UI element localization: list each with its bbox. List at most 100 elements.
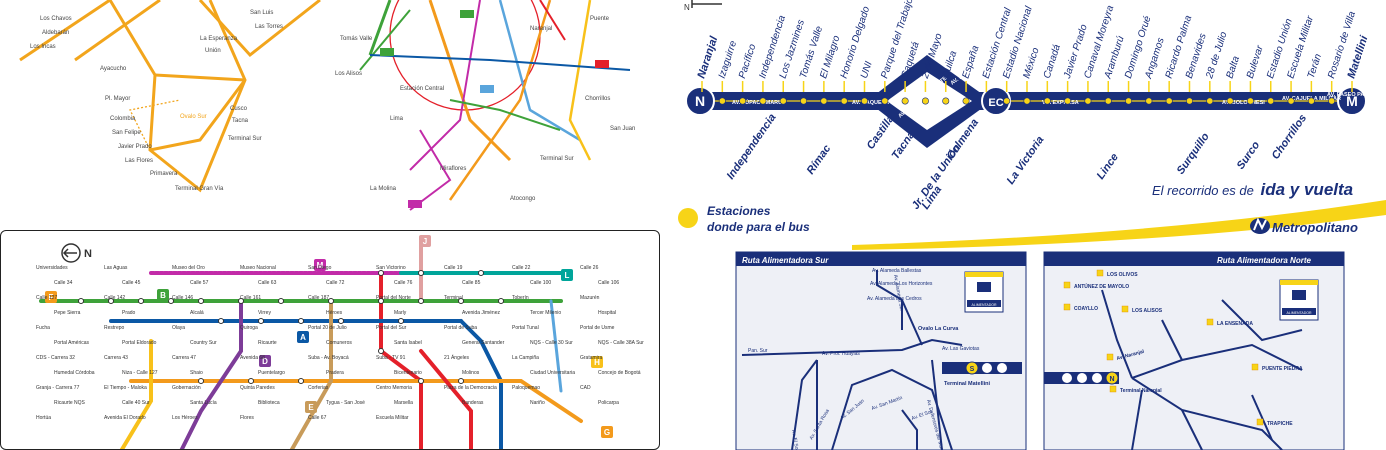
brand-text: Metropolitano [1272,220,1358,235]
district-label: Surco [1235,139,1263,172]
svg-text:Naranjal: Naranjal [530,26,552,32]
station-label: Carrera 43 [104,355,128,361]
feeder-label: Av. Alameda Los Cedros [867,296,922,302]
station-label: Quinta Paredes [240,385,275,391]
station-dot-icon [1307,97,1315,105]
station-dot-icon [861,97,869,105]
station-label: El Tiempo - Maloka [104,385,147,391]
svg-text:N: N [1109,376,1114,383]
svg-text:Ayacucho: Ayacucho [100,66,127,72]
svg-text:F: F [49,293,54,302]
station-label: Flores [240,415,254,421]
station-label: Restrepo [104,325,125,331]
station-label: Calle 146 [172,295,193,301]
station-dots [78,270,504,384]
svg-text:Las Flores: Las Flores [125,158,153,164]
svg-text:San Juan: San Juan [610,126,635,132]
svg-text:Los Alisos: Los Alisos [335,71,362,77]
station-dot-icon [962,97,970,105]
line-yellow [119,339,153,449]
station-label: Calle 187 [308,295,329,301]
station-label: Santa Isabel [394,340,422,346]
svg-text:Miraflores: Miraflores [440,166,466,172]
station-label: Mazurén [580,295,600,301]
svg-text:Las Torres: Las Torres [255,24,283,30]
station-label: Ricaurte [258,340,277,346]
district-label: Castilla [865,113,897,152]
station-dot-icon [1206,97,1214,105]
terminal-label: EC [988,97,1003,109]
station-label: Calle 67 [308,415,327,421]
svg-text:J: J [423,237,427,246]
svg-text:Los Chavos: Los Chavos [40,16,72,22]
station-label: Paloquemao [512,385,540,391]
station-label: Toberín [512,295,529,301]
svg-text:La Molina: La Molina [370,186,397,192]
station-label: CDS - Carrera 32 [36,355,75,361]
station-label: Calle 26 [580,265,599,271]
svg-text:Chorrillos: Chorrillos [585,96,610,102]
station-label: Policarpa [598,400,619,406]
station-dot-icon [1043,97,1051,105]
terminal-label: M [1346,93,1358,109]
station-label: Portal del Norte [376,295,411,301]
svg-text:Javier Prado: Javier Prado [118,144,152,150]
station-label: NQS - Calle 38A Sur [598,340,644,346]
station-label: Ricaurte NQS [54,400,86,406]
station-label: Niza - Calle 127 [122,370,158,376]
feeder-label: LOS OLIVOS [1107,272,1138,278]
station-label: Ciudad Universitaria [530,370,575,376]
station-label: Bicentenario [394,370,422,376]
station-label: Los Héroes [172,415,198,421]
station-label: México [1021,46,1041,80]
svg-text:San Luis: San Luis [250,10,273,16]
station-dot-icon [678,208,698,228]
station-label: Quilca [940,49,959,80]
station-label: Comuneros [326,340,352,346]
station-label: Naranjal [695,34,720,80]
feeder-label: TRAPICHE [1267,421,1293,427]
district-label: Surquillo [1175,131,1212,177]
station-dot-icon [901,97,909,105]
station-label: Calle 45 [122,280,141,286]
station-label: Calle 161 [240,295,261,301]
north-label: N [84,248,92,260]
station-label: Biblioteca [258,400,280,406]
station-label: Tygua - San José [326,400,365,406]
station-label: Portal del Sur [376,325,407,331]
line-red [379,271,423,449]
station-label: Universidades [36,265,68,271]
station-label: San Victorino [376,265,406,271]
station-label: Pacífico [737,42,759,80]
station-label: Portal 20 de Julio [308,325,347,331]
station-label: España [960,44,981,80]
station-label: Gobernación [172,385,201,391]
station-label: Tercer Milenio [530,310,561,316]
station-label: Humedal Córdoba [54,370,95,376]
station-label: Shaio [190,370,203,376]
svg-text:Terminal Gran Vía: Terminal Gran Vía [175,186,224,192]
station-label: Calle 19 [444,265,463,271]
station-label: Terán [1306,52,1324,80]
station-label: Las Aguas [104,265,128,271]
station-dot-icon [1165,97,1173,105]
svg-text:E: E [308,403,314,412]
feeder-label: Av. Las Gaviotas [942,346,980,352]
station-label: Virrey [258,310,271,316]
metropolitano-logo-icon [1250,217,1270,234]
station-dot-icon [1084,97,1092,105]
avenue-label: AV. PASEO PARQUE DE LA REPÚBLICA [1327,91,1386,98]
station-label: Quiroga [240,325,258,331]
feeder-label: ANTÚNEZ DE MAYOLO [1074,283,1129,290]
station-label: Calle 127 [36,295,57,301]
feeder-sur-title: Ruta Alimentadora Sur [742,256,829,265]
legend-line1: Estaciones [707,204,771,218]
station-label: Suba - Av. Boyacá [308,355,349,361]
